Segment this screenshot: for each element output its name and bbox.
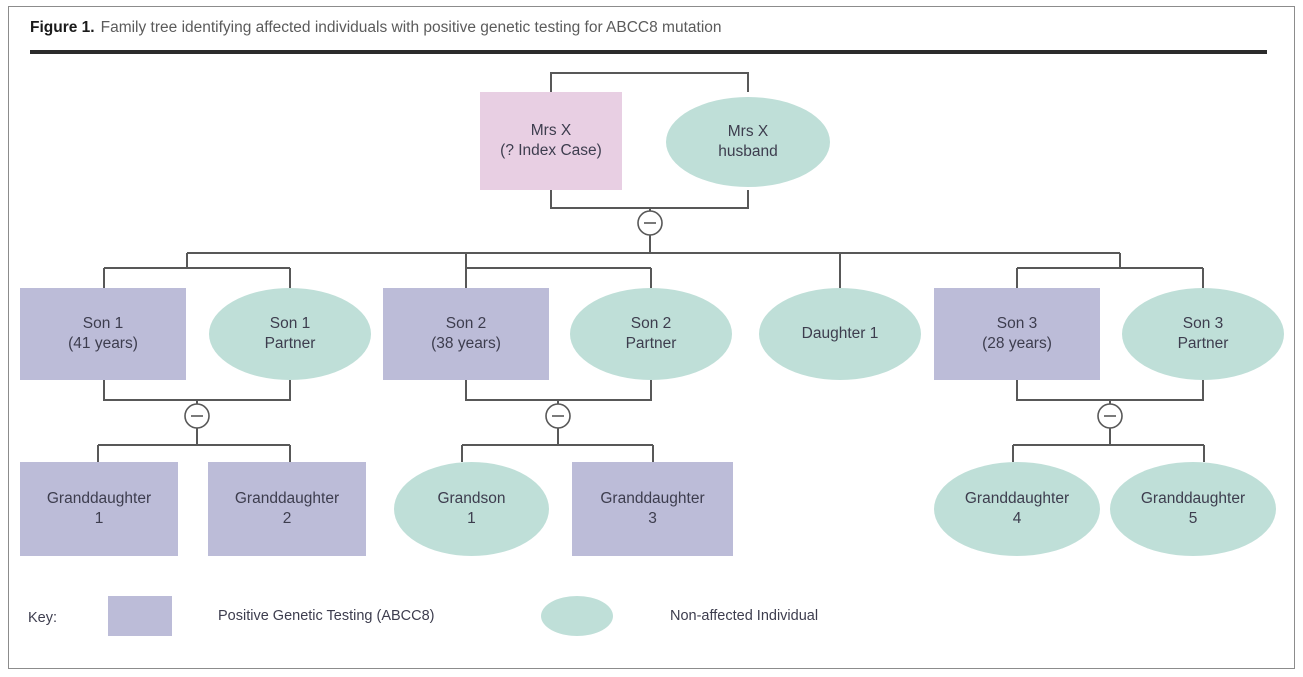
node-granddaughter-2[interactable]: Granddaughter 2 — [208, 462, 366, 556]
node-grandson-1-label: Grandson 1 — [437, 490, 506, 527]
figure-key: Key: Positive Genetic Testing (ABCC8) No… — [28, 596, 1228, 640]
node-son-1[interactable]: Son 1 (41 years) — [20, 288, 186, 380]
node-son-2-partner[interactable]: Son 2 Partner — [570, 288, 732, 380]
node-granddaughter-5[interactable]: Granddaughter 5 — [1110, 462, 1276, 556]
node-mrs-x-label: Mrs X (? Index Case) — [500, 122, 602, 159]
key-unaffected-swatch — [541, 596, 613, 636]
node-son-2[interactable]: Son 2 (38 years) — [383, 288, 549, 380]
node-mrs-x-husband-label: Mrs X husband — [718, 123, 778, 160]
node-grandson-1[interactable]: Grandson 1 — [394, 462, 549, 556]
node-son-2-partner-label: Son 2 Partner — [625, 315, 677, 352]
node-son-3[interactable]: Son 3 (28 years) — [934, 288, 1100, 380]
node-son-3-partner[interactable]: Son 3 Partner — [1122, 288, 1284, 380]
node-mrs-x[interactable]: Mrs X (? Index Case) — [480, 92, 622, 190]
node-granddaughter-3[interactable]: Granddaughter 3 — [572, 462, 733, 556]
node-son-2-label: Son 2 (38 years) — [431, 315, 501, 352]
key-title: Key: — [28, 610, 58, 626]
node-daughter-1[interactable]: Daughter 1 — [759, 288, 921, 380]
node-son-1-label: Son 1 (41 years) — [68, 315, 138, 352]
figure-caption: Figure 1. Family tree identifying affecte… — [30, 18, 1260, 38]
node-son-3-partner-label: Son 3 Partner — [1177, 315, 1229, 352]
key-unaffected-label: Non-affected Individual — [670, 608, 819, 624]
key-affected-swatch — [108, 596, 172, 636]
key-affected-label: Positive Genetic Testing (ABCC8) — [218, 608, 435, 624]
node-granddaughter-3-label: Granddaughter 3 — [600, 490, 705, 527]
node-granddaughter-4-label: Granddaughter 4 — [964, 490, 1070, 527]
node-daughter-1-label: Daughter 1 — [801, 325, 879, 342]
caption-divider — [30, 50, 1267, 54]
figure-caption-text: Family tree identifying affected individ… — [100, 19, 722, 36]
node-son-3-label: Son 3 (28 years) — [982, 315, 1052, 352]
node-granddaughter-1[interactable]: Granddaughter 1 — [20, 462, 178, 556]
node-granddaughter-1-label: Granddaughter 1 — [46, 490, 152, 527]
node-granddaughter-5-label: Granddaughter 5 — [1140, 490, 1246, 527]
figure-label: Figure 1. — [30, 19, 95, 36]
node-granddaughter-2-label: Granddaughter 2 — [234, 490, 340, 527]
node-son-1-partner-label: Son 1 Partner — [264, 315, 316, 352]
node-granddaughter-4[interactable]: Granddaughter 4 — [934, 462, 1100, 556]
node-son-1-partner[interactable]: Son 1 Partner — [209, 288, 371, 380]
node-mrs-x-husband[interactable]: Mrs X husband — [666, 97, 830, 187]
